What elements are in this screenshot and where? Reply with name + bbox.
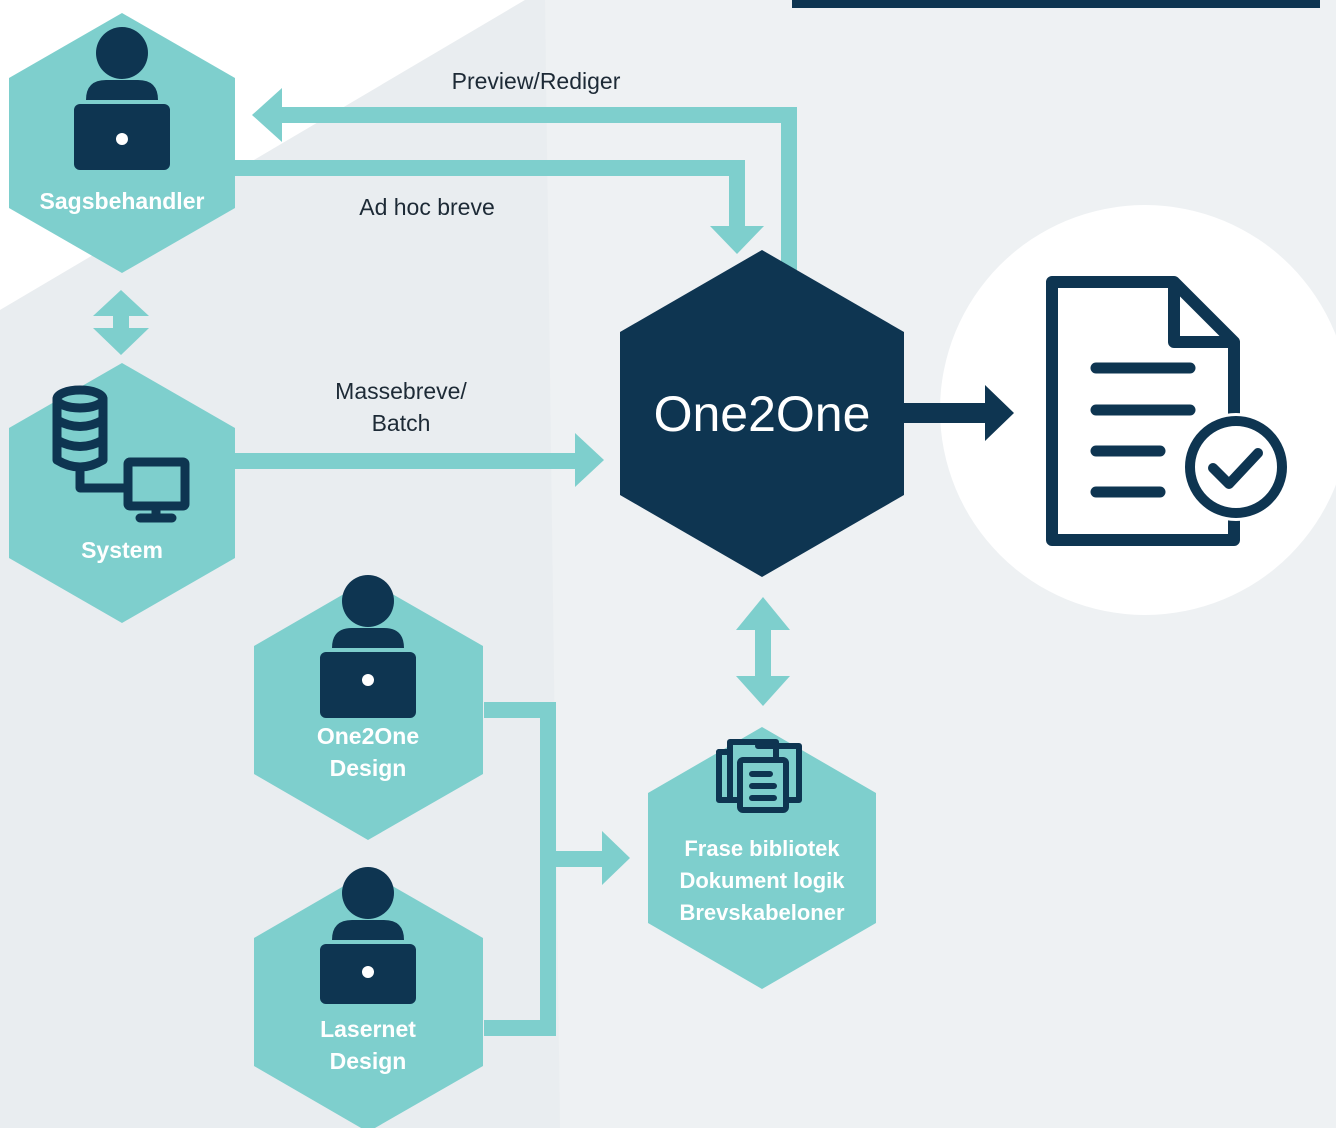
top-navy-bar — [792, 0, 1320, 8]
design-bracket-bottom — [484, 1020, 556, 1036]
library-label-line3: Brevskabeloner — [679, 900, 845, 925]
batch-connector — [235, 453, 583, 469]
document-check-icon — [1046, 276, 1290, 546]
adhoc-arrowhead — [710, 226, 764, 254]
preview-connector-horizontal — [272, 107, 797, 123]
connectors — [93, 88, 797, 1036]
one2one-design-label-line1: One2One — [317, 723, 419, 749]
database-computer-icon — [52, 385, 190, 523]
sagsbehandler-label: Sagsbehandler — [40, 188, 205, 214]
user-laptop-icon — [320, 575, 416, 718]
adhoc-connector-horizontal — [235, 160, 745, 176]
one2one-node — [620, 250, 904, 577]
batch-arrowhead — [575, 433, 604, 487]
sagsbehandler-system-arrow-up — [93, 290, 149, 316]
one2one-label: One2One — [654, 386, 871, 442]
system-label: System — [81, 537, 163, 563]
one2one-library-arrow-down — [736, 676, 790, 706]
design-bracket-arrowhead — [602, 831, 630, 885]
preview-arrowhead — [252, 88, 282, 142]
preview-connector-vertical — [781, 107, 797, 270]
one2one-library-connector — [755, 624, 771, 682]
output-arrow — [902, 385, 1014, 441]
one2one-design-label-line2: Design — [330, 755, 407, 781]
adhoc-connector-vertical — [729, 160, 745, 230]
design-bracket-vertical — [540, 702, 556, 1036]
one2one-library-arrow-up — [736, 597, 790, 630]
user-laptop-icon — [320, 867, 416, 1004]
lasernet-design-label-line1: Lasernet — [320, 1016, 416, 1042]
design-bracket-top — [484, 702, 556, 718]
preview-edge-label: Preview/Rediger — [452, 68, 621, 94]
library-label-line2: Dokument logik — [679, 868, 845, 893]
background-diagonal-band — [0, 0, 560, 1128]
library-node — [648, 727, 876, 989]
sagsbehandler-system-arrow-down — [93, 328, 149, 355]
adhoc-edge-label: Ad hoc breve — [359, 194, 495, 220]
library-label-line1: Frase bibliotek — [684, 836, 840, 861]
design-bracket-output — [540, 851, 612, 867]
documents-icon — [716, 739, 802, 813]
lasernet-design-label-line2: Design — [330, 1048, 407, 1074]
batch-edge-label-line2: Batch — [372, 410, 431, 436]
user-laptop-icon — [74, 27, 170, 170]
batch-edge-label-line1: Massebreve/ — [335, 378, 467, 404]
